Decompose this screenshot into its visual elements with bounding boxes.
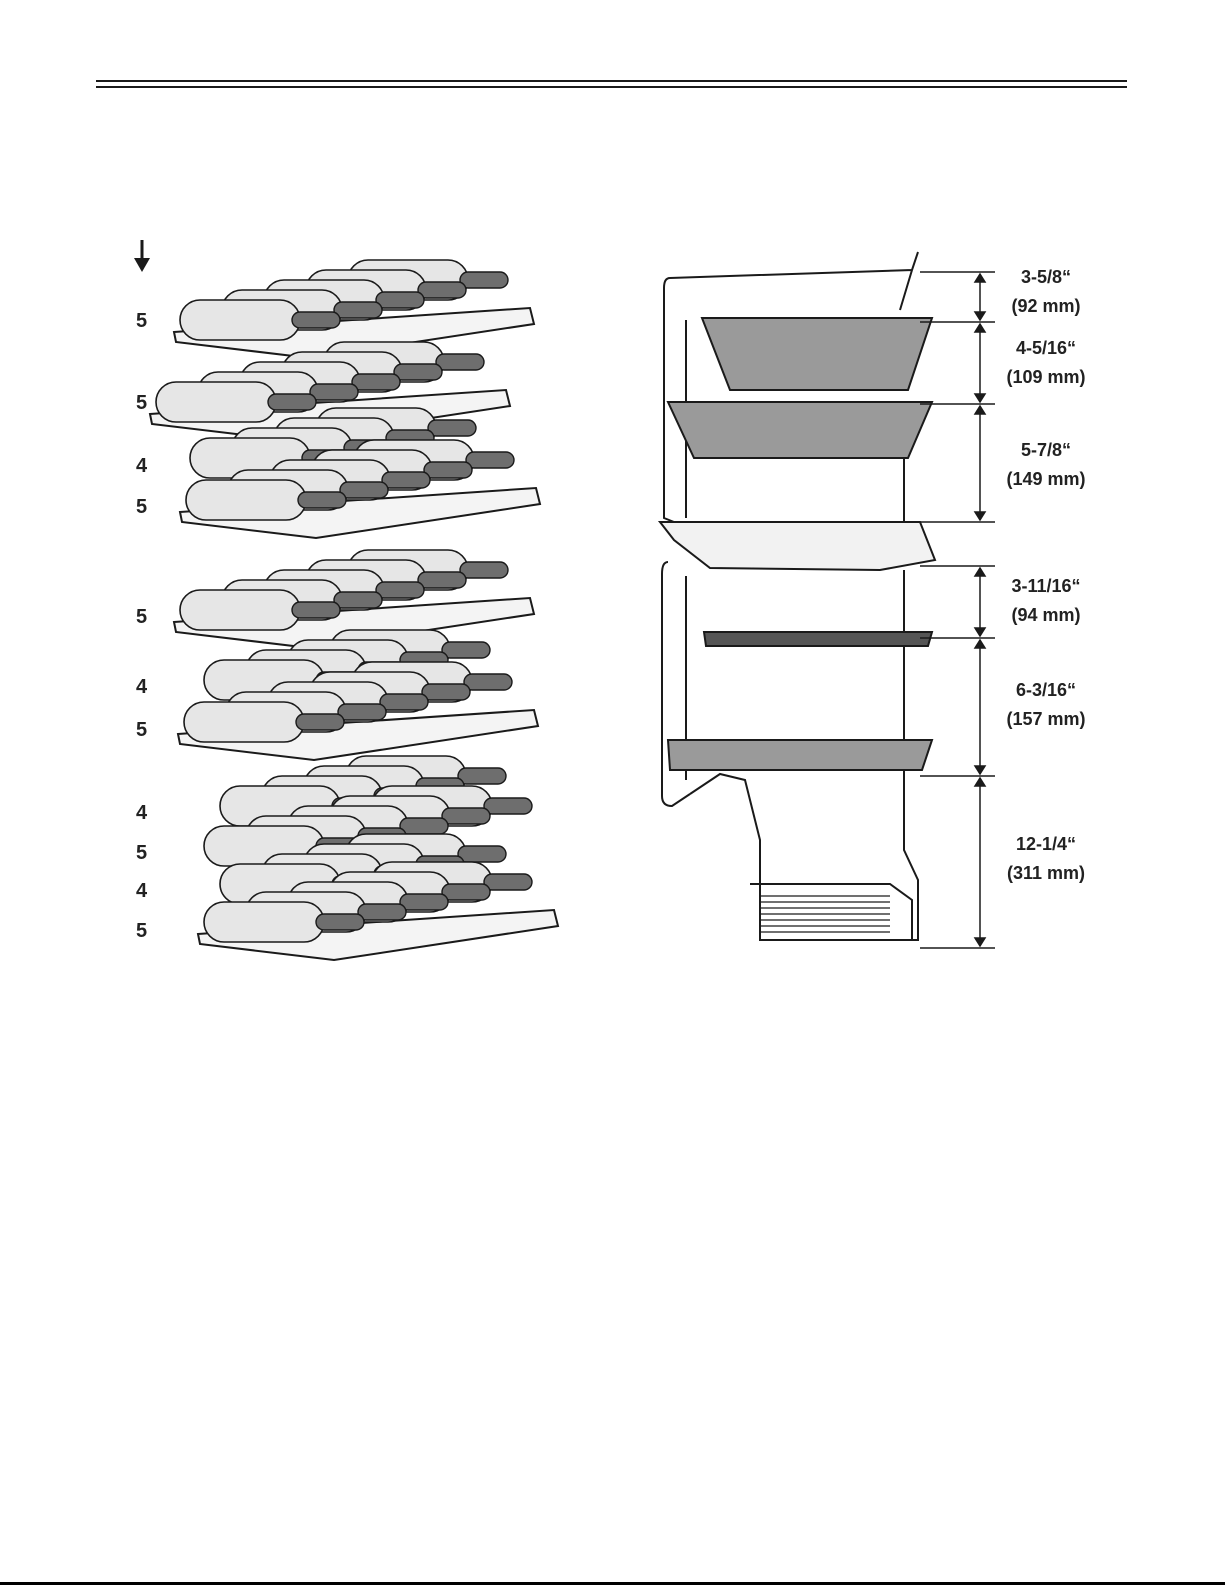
bottle-neck <box>460 272 508 288</box>
dimension-inches: 6-3/16“ <box>976 676 1116 705</box>
bottle-neck <box>380 694 428 710</box>
bottle-neck <box>458 846 506 862</box>
bottle-neck <box>352 374 400 390</box>
vent-grille <box>760 896 890 932</box>
dimension-label: 5-7/8“ (149 mm) <box>976 436 1116 494</box>
shelf-bottle-count: 4 <box>136 880 147 903</box>
dimension-mm: (157 mm) <box>976 705 1116 734</box>
shelf-bottle-count: 5 <box>136 719 147 742</box>
header-rule-bottom <box>96 86 1127 88</box>
shelf-bottle-count: 5 <box>136 842 147 865</box>
dimension-label: 3-5/8“ (92 mm) <box>976 263 1116 321</box>
bottle-neck <box>340 482 388 498</box>
bottle-body <box>180 590 300 630</box>
bottle-neck <box>442 642 490 658</box>
dimension-label: 12-1/4“ (311 mm) <box>976 830 1116 888</box>
bottle-neck <box>376 292 424 308</box>
upper-compartment-top <box>670 252 918 310</box>
bottle-neck <box>334 302 382 318</box>
dimension-mm: (94 mm) <box>976 601 1116 630</box>
bottle-neck <box>292 602 340 618</box>
shelf-2 <box>668 402 932 458</box>
bottle-neck <box>466 452 514 468</box>
dimension-inches: 5-7/8“ <box>976 436 1116 465</box>
bottle-neck <box>424 462 472 478</box>
cabinet-section-illustration <box>650 240 995 960</box>
header-rule-top <box>96 80 1127 82</box>
bottle-body <box>184 702 304 742</box>
bottle-neck <box>422 684 470 700</box>
bottle-neck <box>292 312 340 328</box>
shelf-bottle-count: 5 <box>136 920 147 943</box>
bottle-neck <box>428 420 476 436</box>
bottle-neck <box>442 884 490 900</box>
bottle-body <box>204 902 324 942</box>
bottle-body <box>186 480 306 520</box>
shelf-bottle-count: 5 <box>136 310 147 333</box>
bottle-layer <box>150 260 558 960</box>
bottle-neck <box>418 282 466 298</box>
dimension-inches: 3-11/16“ <box>976 572 1116 601</box>
dimension-mm: (109 mm) <box>976 363 1116 392</box>
bottle-neck <box>458 768 506 784</box>
shelf-bottle-count: 5 <box>136 606 147 629</box>
shelf-4 <box>668 740 932 770</box>
shelf-bottle-count: 4 <box>136 676 147 699</box>
shelf-bottle-count: 5 <box>136 392 147 415</box>
dimension-inches: 4-5/16“ <box>976 334 1116 363</box>
shelf-3 <box>704 632 932 646</box>
dimension-mm: (149 mm) <box>976 465 1116 494</box>
bottle-neck <box>460 562 508 578</box>
bottle-neck <box>436 354 484 370</box>
bottle-neck <box>338 704 386 720</box>
bottle-neck <box>442 808 490 824</box>
shelf-bottle-count: 4 <box>136 802 147 825</box>
bottle-neck <box>382 472 430 488</box>
dimension-inches: 3-5/8“ <box>976 263 1116 292</box>
bottle-storage-illustration <box>120 230 560 990</box>
bottle-neck <box>376 582 424 598</box>
compartment-divider <box>660 522 935 570</box>
bottle-neck <box>400 894 448 910</box>
bottle-neck <box>400 818 448 834</box>
shelf-bottle-count: 5 <box>136 496 147 519</box>
bottle-body <box>180 300 300 340</box>
bottle-neck <box>484 874 532 890</box>
upper-compartment-wall <box>664 278 674 522</box>
header-double-rule <box>96 80 1127 88</box>
dimension-label: 3-11/16“ (94 mm) <box>976 572 1116 630</box>
bottle-neck <box>334 592 382 608</box>
bottle-neck <box>316 914 364 930</box>
dimension-mm: (92 mm) <box>976 292 1116 321</box>
bottle-neck <box>298 492 346 508</box>
shelf-1 <box>702 318 932 390</box>
dimension-label: 6-3/16“ (157 mm) <box>976 676 1116 734</box>
bottle-neck <box>268 394 316 410</box>
bottle-neck <box>418 572 466 588</box>
bottle-neck <box>296 714 344 730</box>
bottle-body <box>156 382 276 422</box>
shelf-bottle-count: 4 <box>136 455 147 478</box>
bottle-neck <box>310 384 358 400</box>
bottle-neck <box>484 798 532 814</box>
dimension-label: 4-5/16“ (109 mm) <box>976 334 1116 392</box>
bottle-neck <box>394 364 442 380</box>
bottle-neck <box>464 674 512 690</box>
down-arrow-icon <box>134 240 150 272</box>
bottle-neck <box>358 904 406 920</box>
dimension-inches: 12-1/4“ <box>976 830 1116 859</box>
dimension-mm: (311 mm) <box>976 859 1116 888</box>
